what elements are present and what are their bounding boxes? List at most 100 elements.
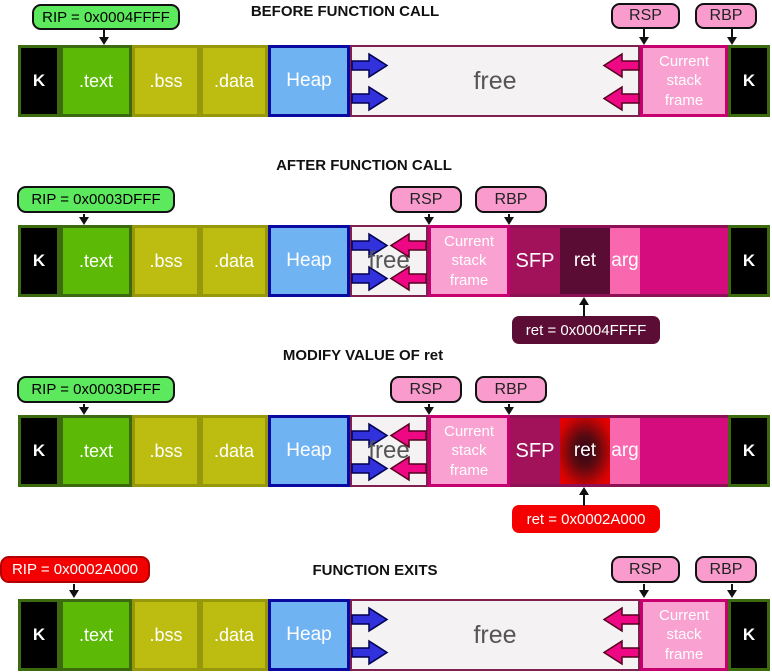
row4-current-stack-frame-segment: Current stack frame bbox=[640, 599, 728, 671]
row4-memory-bar: K .text .bss .data Heap free Current sta… bbox=[18, 599, 770, 671]
row3-free-segment: free bbox=[350, 415, 428, 487]
heap-growth-arrow-icon bbox=[351, 422, 389, 482]
row1-rbp-arrowhead-icon bbox=[727, 37, 737, 45]
row3-old-frame-segment bbox=[640, 415, 728, 487]
row4-text-segment: .text bbox=[60, 599, 132, 671]
row3-rip-badge: RIP = 0x0003DFFF bbox=[17, 376, 175, 403]
row1-free-label: free bbox=[473, 66, 517, 95]
row3-rip-arrowhead-icon bbox=[79, 407, 89, 415]
row1-rip-badge: RIP = 0x0004FFFF bbox=[32, 4, 180, 30]
row4-rbp-arrow bbox=[731, 584, 733, 591]
heap-growth-arrow-icon bbox=[351, 52, 389, 112]
row2-old-frame-segment bbox=[640, 225, 728, 297]
row4-title: FUNCTION EXITS bbox=[312, 562, 438, 579]
row2-data-segment: .data bbox=[200, 225, 268, 297]
row1-rip-arrowhead-icon bbox=[99, 37, 109, 45]
row1-rsp-arrowhead-icon bbox=[639, 37, 649, 45]
row2-memory-bar: K .text .bss .data Heap free Current sta… bbox=[18, 225, 770, 297]
row1-current-stack-frame-segment: Current stack frame bbox=[640, 45, 728, 117]
row2-arg-segment: arg bbox=[610, 225, 640, 297]
row4-rbp-arrowhead-icon bbox=[727, 590, 737, 598]
row4-rsp-arrowhead-icon bbox=[639, 590, 649, 598]
row4-bss-segment: .bss bbox=[132, 599, 200, 671]
row3-ret-segment-modified: ret bbox=[560, 415, 610, 487]
row3-kernel-segment-right: K bbox=[728, 415, 770, 487]
row3-ret-callout-arrowhead-icon bbox=[579, 487, 589, 495]
row3-ret-callout-arrow bbox=[583, 495, 585, 506]
row3-bss-segment: .bss bbox=[132, 415, 200, 487]
row1-rip-arrow bbox=[103, 30, 105, 38]
row4-data-segment: .data bbox=[200, 599, 268, 671]
row1-kernel-segment: K bbox=[18, 45, 60, 117]
heap-growth-arrow-icon bbox=[351, 606, 389, 666]
row3-heap-segment: Heap bbox=[268, 415, 350, 487]
row1-bss-segment: .bss bbox=[132, 45, 200, 117]
row2-rbp-arrowhead-icon bbox=[504, 217, 514, 225]
row4-kernel-segment-right: K bbox=[728, 599, 770, 671]
row1-text-segment: .text bbox=[60, 45, 132, 117]
row2-rbp-badge: RBP bbox=[475, 186, 547, 213]
row3-rsp-arrowhead-icon bbox=[424, 407, 434, 415]
stack-growth-arrow-icon bbox=[602, 52, 640, 112]
row2-free-label: free bbox=[368, 247, 410, 274]
row3-arg-segment: arg bbox=[610, 415, 640, 487]
row4-rsp-badge: RSP bbox=[611, 556, 680, 583]
row3-rip-arrow bbox=[83, 404, 85, 408]
row2-sfp-segment: SFP bbox=[510, 225, 560, 297]
row4-free-label: free bbox=[473, 620, 517, 649]
row3-data-segment: .data bbox=[200, 415, 268, 487]
row4-rip-arrowhead-icon bbox=[69, 590, 79, 598]
row1-heap-segment: Heap bbox=[268, 45, 350, 117]
row1-title: BEFORE FUNCTION CALL bbox=[250, 3, 440, 20]
row1-rbp-arrow bbox=[731, 29, 733, 38]
row2-rip-badge: RIP = 0x0003DFFF bbox=[17, 186, 175, 213]
row2-rip-arrowhead-icon bbox=[79, 217, 89, 225]
row3-rsp-badge: RSP bbox=[390, 376, 462, 403]
row2-rsp-arrowhead-icon bbox=[424, 217, 434, 225]
row2-bss-segment: .bss bbox=[132, 225, 200, 297]
row2-title: AFTER FUNCTION CALL bbox=[276, 157, 452, 174]
row4-heap-segment: Heap bbox=[268, 599, 350, 671]
row1-data-segment: .data bbox=[200, 45, 268, 117]
heap-growth-arrow-icon bbox=[351, 232, 389, 292]
row2-rbp-arrow bbox=[508, 214, 510, 218]
row3-rbp-badge: RBP bbox=[475, 376, 547, 403]
row2-ret-callout-arrow bbox=[583, 305, 585, 317]
stack-growth-arrow-icon bbox=[389, 422, 427, 482]
row1-rbp-badge: RBP bbox=[695, 3, 757, 29]
row4-kernel-segment: K bbox=[18, 599, 60, 671]
row2-kernel-segment-right: K bbox=[728, 225, 770, 297]
row2-ret-value-callout: ret = 0x0004FFFF bbox=[512, 316, 660, 344]
row3-sfp-segment: SFP bbox=[510, 415, 560, 487]
row2-kernel-segment: K bbox=[18, 225, 60, 297]
row2-free-segment: free bbox=[350, 225, 428, 297]
row1-memory-bar: K .text .bss .data Heap free Current sta… bbox=[18, 45, 770, 117]
row3-memory-bar: K .text .bss .data Heap free Current sta… bbox=[18, 415, 770, 487]
row4-free-segment: free bbox=[350, 599, 640, 671]
row2-rsp-badge: RSP bbox=[390, 186, 462, 213]
row1-kernel-segment-right: K bbox=[728, 45, 770, 117]
row3-rbp-arrowhead-icon bbox=[504, 407, 514, 415]
row2-text-segment: .text bbox=[60, 225, 132, 297]
row4-rip-arrow bbox=[73, 584, 75, 591]
row2-rip-arrow bbox=[83, 214, 85, 218]
row2-heap-segment: Heap bbox=[268, 225, 350, 297]
row4-rip-badge: RIP = 0x0002A000 bbox=[0, 556, 150, 583]
row1-free-segment: free bbox=[350, 45, 640, 117]
row4-rbp-badge: RBP bbox=[695, 556, 757, 583]
row4-rsp-arrow bbox=[643, 584, 645, 591]
row3-kernel-segment: K bbox=[18, 415, 60, 487]
row1-rsp-badge: RSP bbox=[611, 3, 680, 29]
stack-growth-arrow-icon bbox=[602, 606, 640, 666]
stack-growth-arrow-icon bbox=[389, 232, 427, 292]
row3-rsp-arrow bbox=[428, 404, 430, 408]
row3-text-segment: .text bbox=[60, 415, 132, 487]
row1-rsp-arrow bbox=[643, 29, 645, 38]
row3-free-label: free bbox=[368, 437, 410, 464]
row3-rbp-arrow bbox=[508, 404, 510, 408]
row2-ret-segment: ret bbox=[560, 225, 610, 297]
row3-title: MODIFY VALUE OF ret bbox=[282, 347, 444, 364]
row3-ret-value-callout: ret = 0x0002A000 bbox=[512, 505, 660, 533]
row2-rsp-arrow bbox=[428, 214, 430, 218]
